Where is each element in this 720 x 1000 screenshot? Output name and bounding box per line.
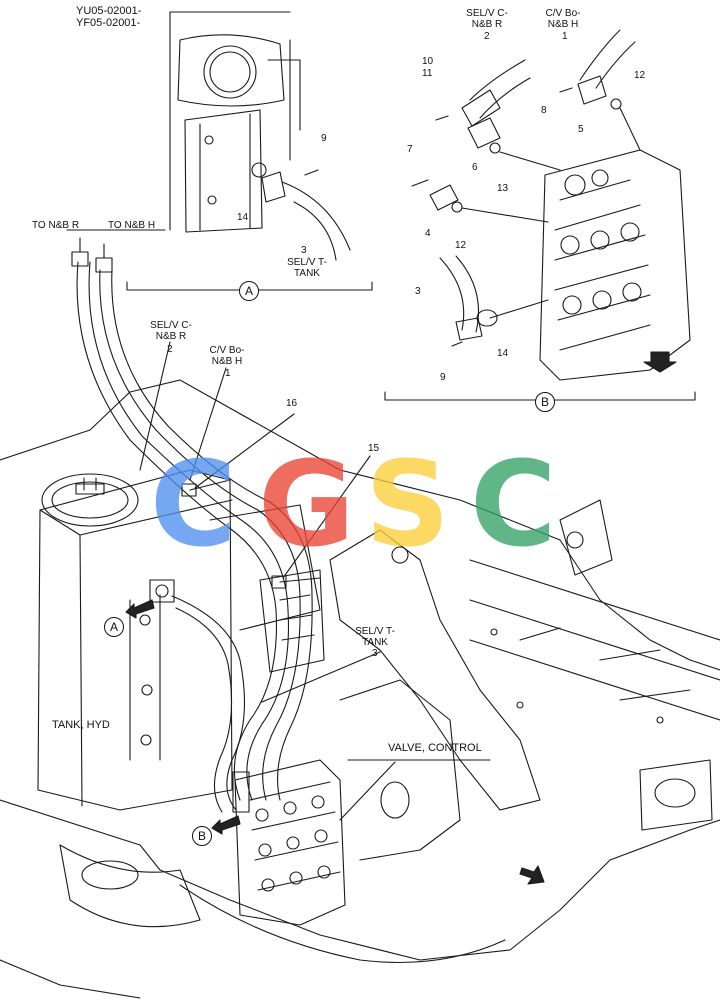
hydraulic-tank <box>37 469 233 811</box>
callout-to-nb-h: TO N&B H <box>108 220 156 231</box>
part-1-b: 1 <box>562 31 568 42</box>
detail-b-view <box>384 29 696 401</box>
hose-to-nb-h <box>99 269 301 801</box>
part-12-b-bottom: 12 <box>455 240 467 251</box>
view-arrow-label-b: B <box>192 826 212 846</box>
callout-sel-c-nbr-main: SEL/V C-N&B R <box>150 320 192 342</box>
part-7-b: 7 <box>407 144 413 155</box>
part-13-b: 13 <box>497 183 509 194</box>
part-15-main: 15 <box>368 443 380 454</box>
watermark-letter-c1: C <box>150 435 237 573</box>
part-2-b: 2 <box>484 31 490 42</box>
view-arrow-label-a: A <box>104 617 124 637</box>
hose-to-nb-r <box>76 261 277 801</box>
part-12-b-top: 12 <box>634 70 646 81</box>
part-9-b: 9 <box>440 372 446 383</box>
part-5-b: 5 <box>578 124 584 135</box>
part-16-main: 16 <box>286 398 298 409</box>
main-assembly-view <box>0 229 720 999</box>
part-3-a: 3 <box>301 245 307 256</box>
hose-sel-t-tank <box>171 595 246 811</box>
part-3-b: 3 <box>415 286 421 297</box>
detail-a-view <box>126 11 373 291</box>
control-valve <box>234 759 346 926</box>
callout-valve-control: VALVE, CONTROL <box>388 742 482 754</box>
callout-cv-bo-nbh-main: C/V Bo-N&B H <box>209 345 245 367</box>
part-11-b: 11 <box>422 68 433 79</box>
callout-cv-bo-nbh-b: C/V Bo-N&B H <box>545 8 581 30</box>
view-label-b: B <box>535 392 555 412</box>
watermark-logo: C G S C <box>150 435 557 573</box>
part-10-b: 10 <box>422 56 434 67</box>
drawing-code-1: YU05-02001- <box>76 5 142 17</box>
part-14-b: 14 <box>497 348 509 359</box>
watermark-letter-c2: C <box>470 435 557 573</box>
part-14-a: 14 <box>237 212 249 223</box>
part-6-b: 6 <box>472 162 478 173</box>
view-label-a: A <box>239 281 259 301</box>
callout-to-nb-r: TO N&B R <box>32 220 80 231</box>
callout-sel-t-tank-a: SEL/V T-TANK <box>287 257 327 279</box>
part-8-b: 8 <box>541 105 547 116</box>
watermark-letter-g: G <box>258 435 355 573</box>
drawing-code-2: YF05-02001- <box>76 17 141 29</box>
part-4-b: 4 <box>425 228 431 239</box>
part-2-main: 2 <box>167 344 173 355</box>
callout-sel-t-tank-main: SEL/V T-TANK <box>355 626 395 648</box>
watermark-letter-s: S <box>365 435 450 573</box>
part-3-main: 3 <box>372 648 378 659</box>
callout-tank-hyd: TANK, HYD <box>52 719 110 731</box>
callout-sel-c-nbr-b: SEL/V C-N&B R <box>466 8 508 30</box>
part-1-main: 1 <box>225 368 231 379</box>
part-9-a: 9 <box>321 133 327 144</box>
